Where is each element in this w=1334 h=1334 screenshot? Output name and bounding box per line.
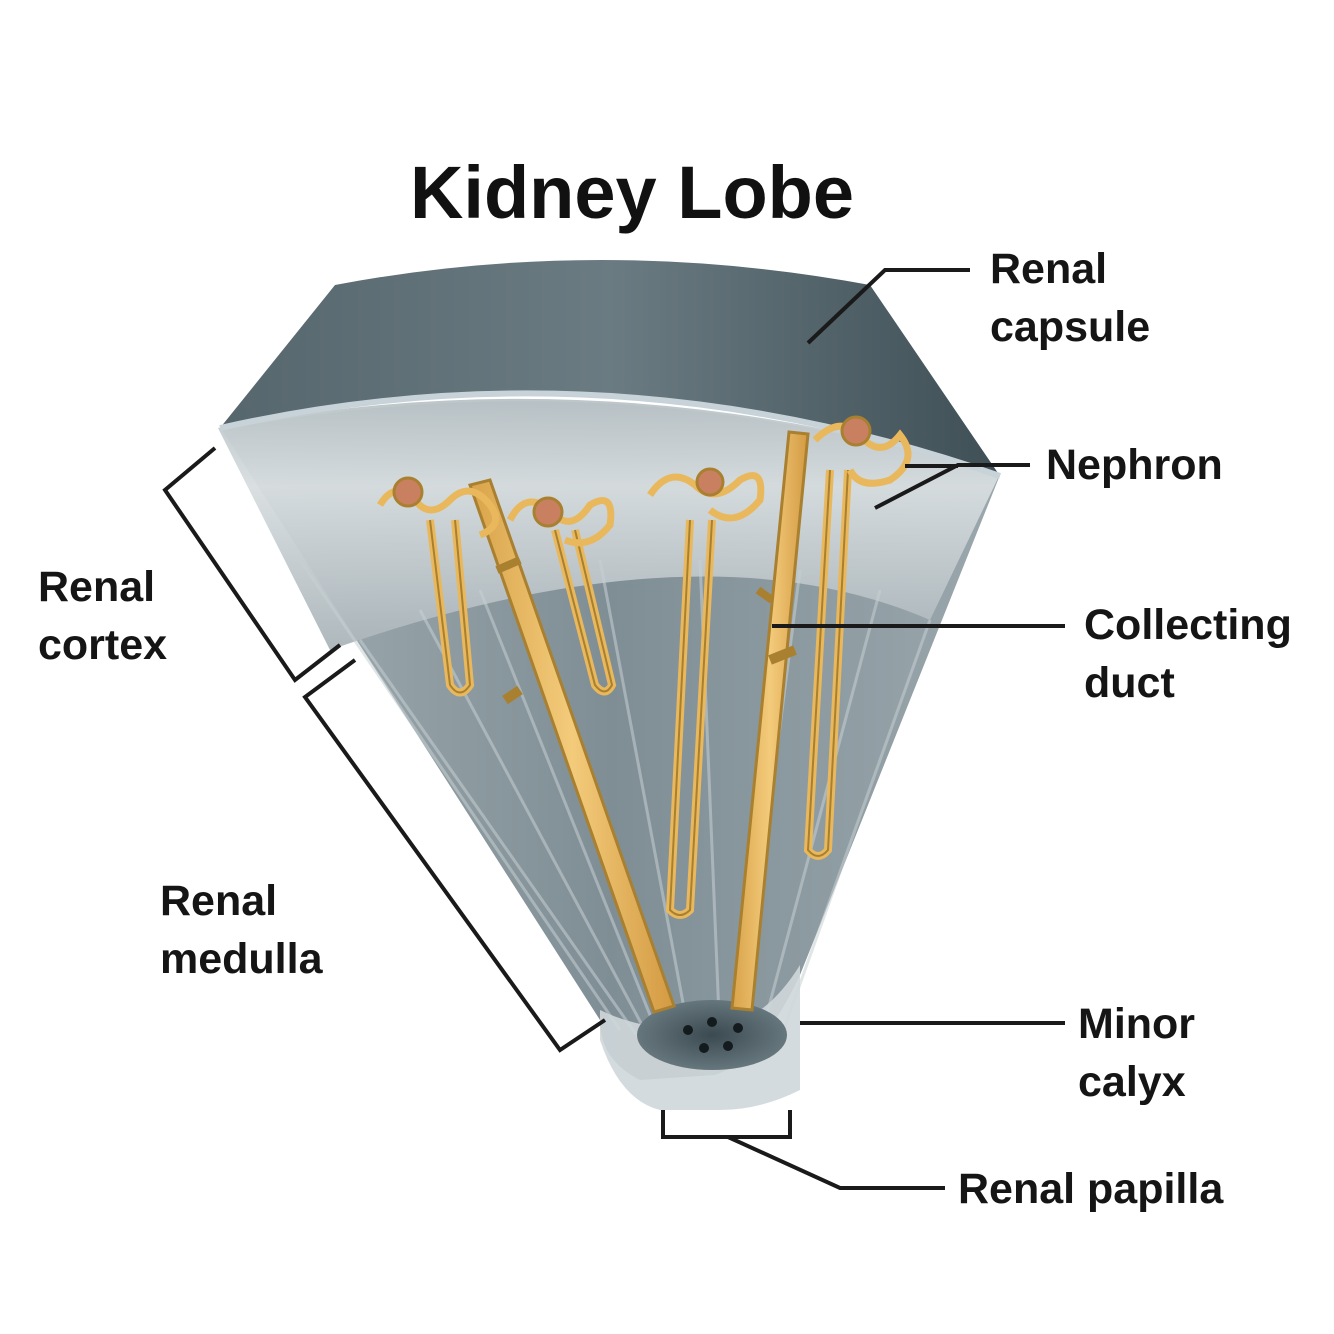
papilla-openings xyxy=(683,1017,743,1053)
label-collecting-duct: Collecting duct xyxy=(1084,596,1292,712)
label-collecting-duct-line2: duct xyxy=(1084,659,1175,707)
label-renal-capsule: Renal capsule xyxy=(990,240,1150,356)
label-renal-cortex-line1: Renal xyxy=(38,563,156,611)
label-renal-cortex: Renal cortex xyxy=(38,558,167,674)
label-renal-capsule-line2: capsule xyxy=(990,303,1151,351)
label-minor-calyx: Minor calyx xyxy=(1078,995,1195,1111)
label-nephron: Nephron xyxy=(1046,441,1223,489)
label-renal-medulla-line2: medulla xyxy=(160,935,323,983)
label-renal-capsule-line1: Renal xyxy=(990,245,1108,293)
collecting-ducts xyxy=(468,430,810,1014)
label-renal-medulla-line1: Renal xyxy=(160,877,278,925)
leader-lines xyxy=(162,268,1065,1190)
label-renal-papilla: Renal papilla xyxy=(958,1165,1224,1213)
diagram-title: Kidney Lobe xyxy=(409,151,855,234)
nephron-loop-outlines xyxy=(429,469,849,916)
label-collecting-duct-line1: Collecting xyxy=(1084,601,1292,649)
label-minor-calyx-line2: calyx xyxy=(1078,1058,1186,1106)
label-minor-calyx-line1: Minor xyxy=(1078,1000,1196,1048)
label-renal-cortex-line2: cortex xyxy=(38,621,168,669)
renal-papilla-tip xyxy=(637,1000,787,1070)
label-renal-medulla: Renal medulla xyxy=(160,872,323,988)
glomeruli xyxy=(392,415,872,528)
